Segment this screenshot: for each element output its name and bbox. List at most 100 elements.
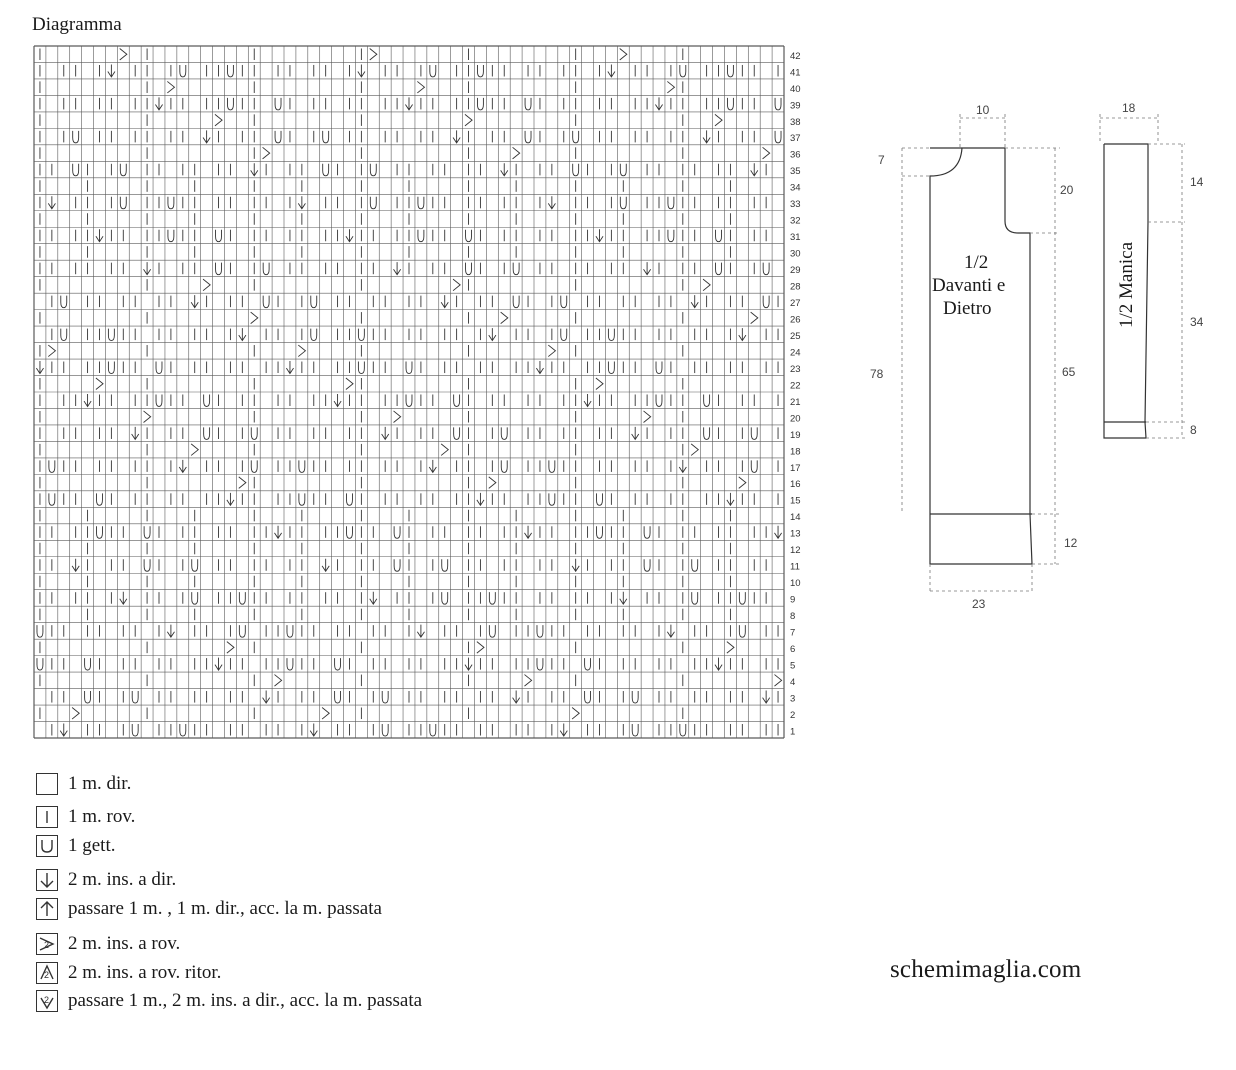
purl-decrease-symbol xyxy=(226,641,235,654)
decrease-symbol xyxy=(95,229,104,243)
yarnover-symbol xyxy=(322,163,330,177)
decrease-symbol xyxy=(47,196,56,210)
yarnover-symbol xyxy=(715,229,722,243)
body-piece xyxy=(929,147,1033,565)
purl-decrease-symbol xyxy=(750,311,759,324)
row-number: 15 xyxy=(790,496,801,507)
legend-item: 2 passare 1 m., 2 m. ins. a dir., acc. l… xyxy=(36,988,422,1014)
decrease-symbol xyxy=(309,723,318,737)
yarnover-symbol xyxy=(572,130,580,144)
yarnover-symbol xyxy=(203,427,211,440)
decrease-symbol xyxy=(440,295,449,309)
dim-sleeve-cuff: 8 xyxy=(1190,423,1197,437)
legend-item: passare 1 m. , 1 m. dir., acc. la m. pas… xyxy=(36,896,382,922)
row-number: 40 xyxy=(790,84,801,95)
yarnover-symbol xyxy=(429,64,437,78)
yarnover-symbol xyxy=(655,361,663,374)
row-number: 38 xyxy=(790,117,801,128)
yarnover-symbol xyxy=(738,625,746,638)
decrease-symbol xyxy=(452,130,461,144)
yarnover-symbol xyxy=(346,526,353,539)
yarnover-symbol xyxy=(441,559,449,572)
body-label-1: 1/2 xyxy=(964,252,988,273)
row-number: 24 xyxy=(790,347,801,358)
decrease-symbol xyxy=(214,657,223,671)
yarnover-symbol xyxy=(310,295,318,309)
yarnover-symbol xyxy=(667,229,675,243)
purl-decrease-symbol xyxy=(417,81,426,94)
yarnover-symbol xyxy=(441,592,449,605)
row-number: 5 xyxy=(790,660,795,671)
yarnover-symbol xyxy=(286,658,294,671)
yarnover-symbol xyxy=(405,361,413,374)
yarnover-symbol xyxy=(453,427,461,440)
dim-total-length: 78 xyxy=(870,367,884,381)
dim-half-width: 23 xyxy=(972,597,986,611)
down-arrow-icon xyxy=(36,869,58,891)
svg-text:2: 2 xyxy=(44,970,49,980)
yarnover-symbol xyxy=(96,526,103,539)
yarnover-symbol xyxy=(500,460,508,473)
yarnover-symbol xyxy=(72,130,80,144)
yarnover-symbol xyxy=(179,723,187,737)
yarnover-symbol xyxy=(524,130,532,144)
legend-label: 1 gett. xyxy=(68,835,116,856)
legend-label: 1 m. dir. xyxy=(68,773,132,794)
decrease-symbol xyxy=(381,426,390,441)
decrease-symbol xyxy=(297,196,306,210)
yarnover-symbol xyxy=(477,97,484,111)
purl-decrease-symbol xyxy=(762,146,771,160)
decrease-symbol xyxy=(131,426,140,441)
row-number: 11 xyxy=(790,562,800,573)
decrease-symbol xyxy=(202,130,211,144)
yarnover-symbol xyxy=(215,229,222,243)
yarnover-symbol xyxy=(346,493,353,506)
yarnover-symbol xyxy=(774,97,782,111)
garment-schema: 10 7 20 78 65 12 23 1/2 Davanti e Dietro… xyxy=(870,101,1204,611)
yarnover-symbol xyxy=(143,559,151,572)
yarnover-symbol xyxy=(393,526,401,539)
row-number: 39 xyxy=(790,100,801,111)
yarnover-symbol xyxy=(619,196,627,210)
yarnover-symbol xyxy=(155,394,163,407)
yarnover-symbol xyxy=(48,460,56,473)
yarnover-symbol xyxy=(131,723,139,737)
purl-decrease-symbol xyxy=(143,410,152,423)
row-number: 21 xyxy=(790,397,801,408)
purl-decrease-symbol xyxy=(298,344,307,357)
purl-decrease-symbol xyxy=(262,146,271,160)
yarnover-symbol xyxy=(262,295,270,309)
purl-decrease-symbol xyxy=(48,344,57,357)
yarnover-symbol xyxy=(60,295,68,309)
yarnover-symbol xyxy=(524,97,532,111)
yarnover-symbol xyxy=(48,493,56,506)
sleeve-label: 1/2 Manica xyxy=(1116,241,1137,328)
yarnover-symbol xyxy=(203,394,211,407)
purl-decrease-symbol xyxy=(202,278,211,292)
yarnover-symbol xyxy=(548,493,556,506)
u-yarnover-icon xyxy=(36,835,58,857)
decrease-symbol xyxy=(71,558,80,573)
row-number: 17 xyxy=(790,463,801,474)
purl-decrease-symbol xyxy=(440,443,450,456)
purl-decrease-symbol xyxy=(595,377,604,390)
diagram-title: Diagramma xyxy=(32,14,122,35)
decrease-symbol xyxy=(476,492,485,507)
purl-decrease-symbol xyxy=(738,476,747,489)
legend-label: passare 1 m. , 1 m. dir., acc. la m. pas… xyxy=(68,898,382,919)
decrease-symbol xyxy=(143,262,152,276)
purl-decrease-symbol xyxy=(488,476,497,489)
purl-decrease-symbol xyxy=(524,674,533,687)
row-number: 29 xyxy=(790,265,801,276)
yarnover-symbol xyxy=(679,64,687,78)
yarnover-symbol xyxy=(643,526,651,539)
row-number: 18 xyxy=(790,446,801,457)
purl-decrease-symbol xyxy=(274,674,283,687)
yarnover-symbol xyxy=(167,196,175,210)
decrease-symbol xyxy=(393,262,402,276)
yarnover-symbol xyxy=(417,196,425,210)
knitting-chart: 4241403938373635343332313029282726252423… xyxy=(33,45,801,739)
decrease-symbol xyxy=(500,163,509,177)
row-number: 34 xyxy=(790,183,801,194)
purl-decrease-symbol xyxy=(119,48,128,61)
